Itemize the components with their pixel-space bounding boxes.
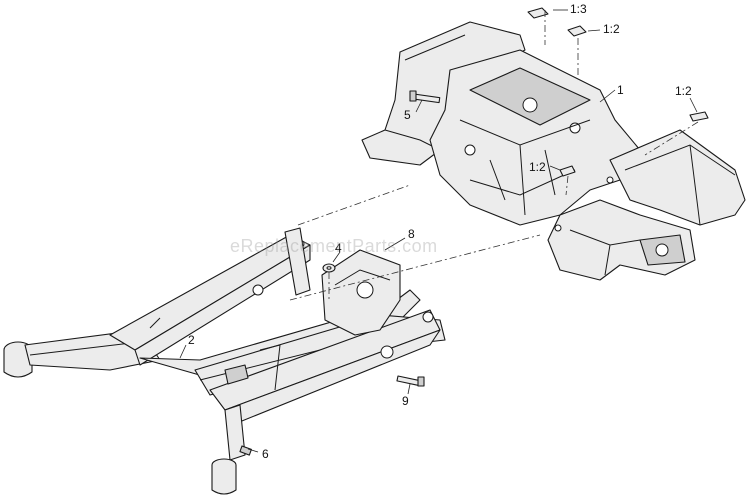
- assembly-lines: [289, 10, 699, 301]
- clip-part-1-3: [527, 7, 549, 19]
- bolt-part-5: [409, 90, 441, 104]
- callout-1-3: 1:3: [570, 2, 587, 16]
- upper-frame-assembly: [361, 21, 746, 281]
- leader-lines: [179, 9, 698, 453]
- clip-part-1-2-top: [567, 25, 587, 37]
- mount-bracket-part-8: [321, 249, 401, 336]
- washer-part-4: [322, 263, 336, 273]
- tab-part-1-2-mid: [559, 165, 576, 177]
- callout-5: 5: [404, 108, 411, 122]
- callout-6: 6: [262, 447, 269, 461]
- callout-2: 2: [188, 333, 195, 347]
- bolt-part-6: [239, 445, 252, 456]
- watermark-text: eReplacementParts.com: [230, 236, 438, 256]
- callout-9: 9: [402, 394, 409, 408]
- callout-1-2-mid: 1:2: [529, 160, 546, 174]
- callout-1-2-top: 1:2: [603, 22, 620, 36]
- callout-1: 1: [617, 83, 624, 97]
- callout-labels: 1:3 1:2 1 1:2 5 1:2 4 8 2 9 6: [188, 2, 692, 461]
- callout-8: 8: [408, 227, 415, 241]
- plate-part-1-2-right: [689, 111, 709, 122]
- callout-4: 4: [335, 241, 342, 255]
- lower-frame: [3, 227, 446, 495]
- bolt-part-9: [396, 375, 425, 387]
- callout-1-2-right: 1:2: [675, 84, 692, 98]
